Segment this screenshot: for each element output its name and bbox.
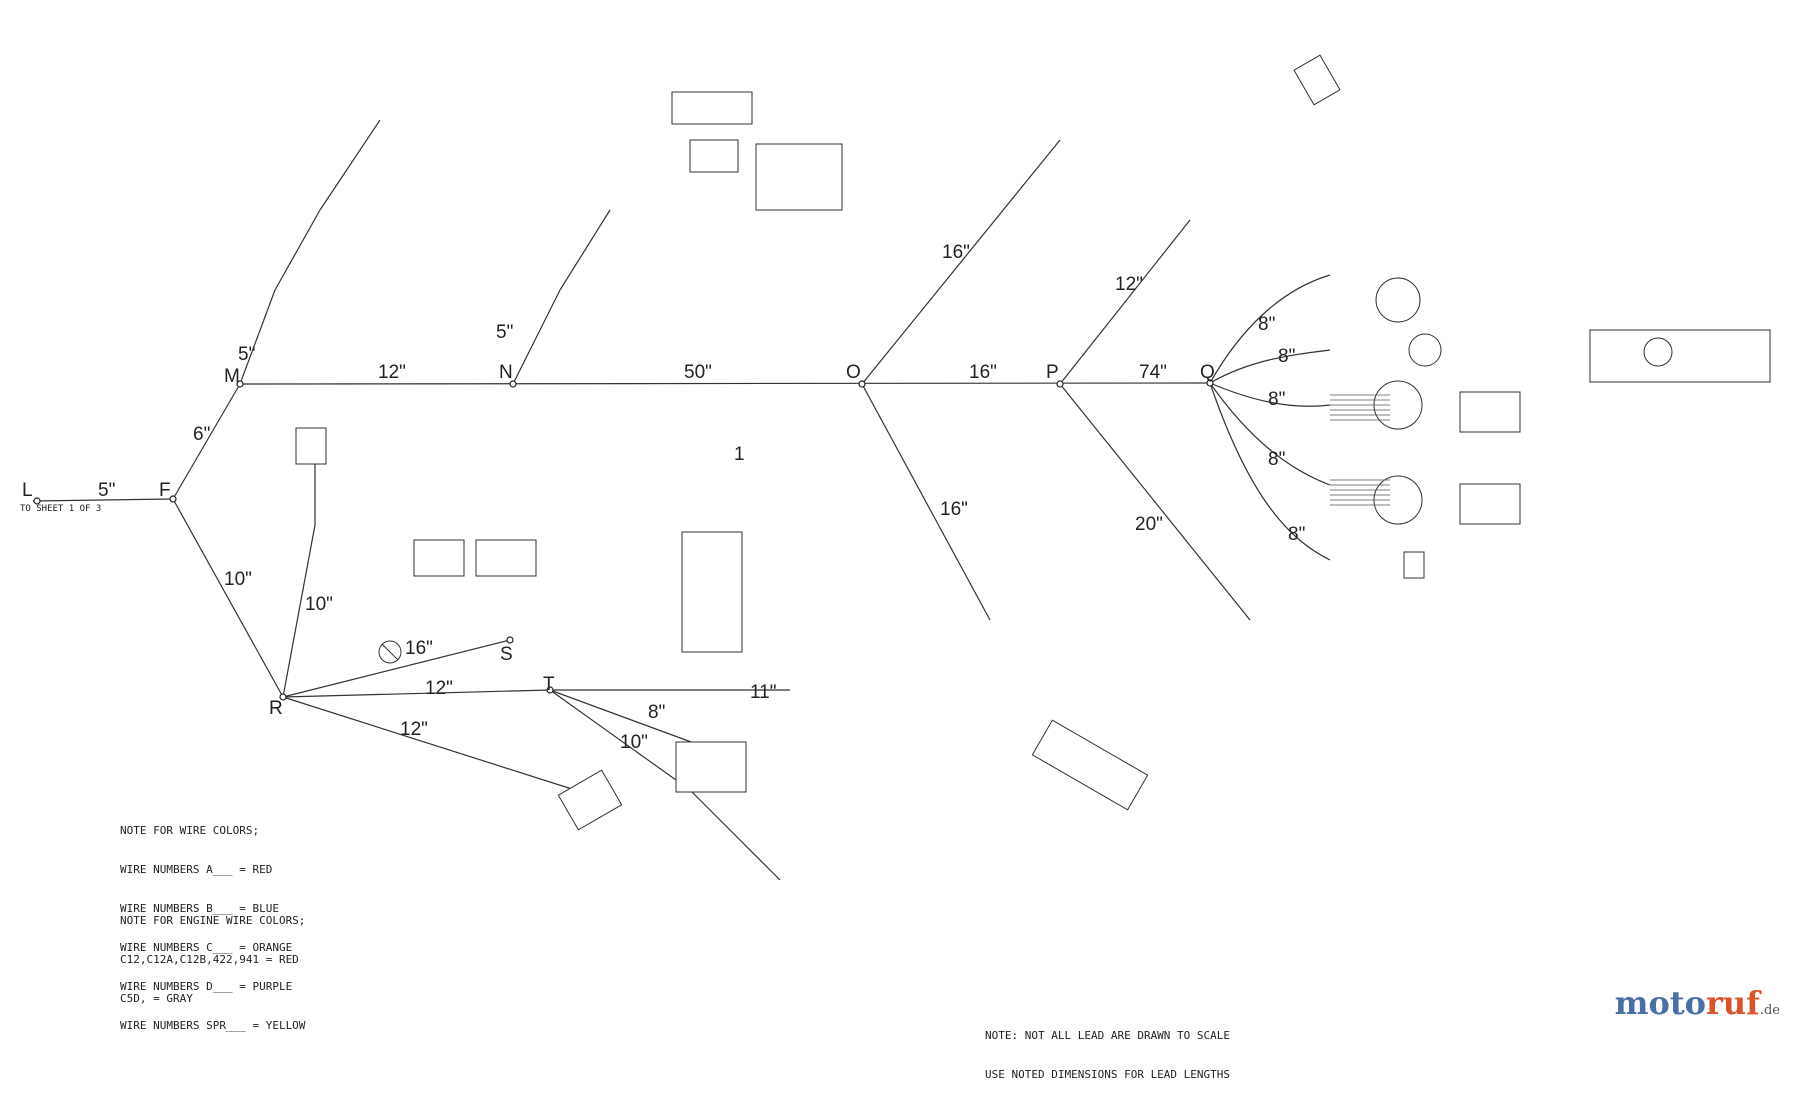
node-f-marker xyxy=(169,495,177,503)
wire-note-line: WIRE NUMBERS C___ = ORANGE xyxy=(120,941,293,954)
length-o-branch: 16" xyxy=(942,242,970,263)
node-n-label: N xyxy=(499,362,513,383)
pushbutton-switch-icon xyxy=(1643,337,1673,367)
length-r-down: 12" xyxy=(400,719,428,740)
relay-left xyxy=(413,539,465,577)
node-m-marker xyxy=(236,380,244,388)
relay-right xyxy=(475,539,537,577)
node-l-label: L xyxy=(22,480,33,501)
length-m-branch: 5" xyxy=(238,344,255,365)
node-markers xyxy=(33,379,1214,701)
node-r-marker xyxy=(279,693,287,701)
component-tag-upper-right xyxy=(1293,54,1341,106)
node-l-marker xyxy=(33,497,41,505)
length-no: 50" xyxy=(684,362,712,383)
watermark-tld: .de xyxy=(1759,1003,1780,1018)
watermark-logo: motoruf.de xyxy=(1615,984,1780,1022)
pushbutton-connector-icon xyxy=(1408,333,1442,367)
wire-note-line: WIRE NUMBERS SPR___ = YELLOW xyxy=(120,1019,306,1032)
wire-note-line: WIRE NUMBERS B___ = BLUE xyxy=(120,902,279,915)
wiring-harness-diagram: L F M N O P Q R S T 5" 6" 10" 5" 12" 5" … xyxy=(22,54,1771,881)
scale-note-line: NOTE: NOT ALL LEAD ARE DRAWN TO SCALE xyxy=(985,1029,1231,1042)
watermark-part2: ruf xyxy=(1705,984,1760,1022)
length-rt: 12" xyxy=(425,678,453,699)
node-o-marker xyxy=(858,380,866,388)
length-fr: 10" xyxy=(224,569,252,590)
wire-note-line: NOTE FOR WIRE COLORS; xyxy=(120,824,260,837)
wire-color-notes: NOTE FOR WIRE COLORS; WIRE NUMBERS A___ … xyxy=(120,798,305,1045)
node-m-label: M xyxy=(224,366,240,387)
length-q3: 8" xyxy=(1268,389,1285,410)
node-r-label: R xyxy=(269,698,283,719)
area-label: 1 xyxy=(734,444,745,465)
node-n-marker xyxy=(509,380,517,388)
sheet-reference: TO SHEET 1 OF 3 xyxy=(20,504,102,514)
length-n-branch: 5" xyxy=(496,322,513,343)
junction-symbol-cross xyxy=(381,643,399,661)
node-s-label: S xyxy=(500,644,513,665)
length-p-branch: 12" xyxy=(1115,274,1143,295)
length-q2: 8" xyxy=(1278,346,1295,367)
wire-bundles xyxy=(1330,394,1390,506)
wire-note-line: WIRE NUMBERS D___ = PURPLE xyxy=(120,980,293,993)
node-q-marker xyxy=(1206,379,1214,387)
toggle-switch-icon xyxy=(1403,551,1425,579)
scale-note-line: USE NOTED DIMENSIONS FOR LEAD LENGTHS xyxy=(985,1068,1231,1081)
sensor-lower xyxy=(557,769,623,831)
length-op: 16" xyxy=(969,362,997,383)
node-t-label: T xyxy=(543,674,555,695)
components xyxy=(295,54,1771,831)
node-p-label: P xyxy=(1046,362,1059,383)
length-r-up: 10" xyxy=(305,594,333,615)
length-q4: 8" xyxy=(1268,449,1285,470)
length-q5: 8" xyxy=(1288,524,1305,545)
engine-note-line: NOTE FOR ENGINE WIRE COLORS; xyxy=(120,914,306,927)
harness-trunk-lines xyxy=(32,119,1331,881)
length-pq: 74" xyxy=(1139,362,1167,383)
node-t-marker xyxy=(546,686,554,694)
engine-wire-color-notes: NOTE FOR ENGINE WIRE COLORS; C12,C12A,C1… xyxy=(120,888,305,1018)
length-o-down: 16" xyxy=(940,499,968,520)
node-f-label: F xyxy=(159,480,171,501)
length-lf: 5" xyxy=(98,480,115,501)
engine-note-line: C5D, = GRAY xyxy=(120,992,193,1005)
node-o-label: O xyxy=(846,362,861,383)
ether-box xyxy=(689,139,739,173)
ether-label xyxy=(671,91,753,125)
key-switch-box xyxy=(1589,329,1771,383)
engine-note-line: C12,C12A,C12B,422,941 = RED xyxy=(120,953,299,966)
length-t2: 8" xyxy=(648,702,665,723)
node-s-marker xyxy=(506,636,514,644)
operating-instructions xyxy=(755,143,843,211)
junction-symbol xyxy=(378,640,402,664)
solenoid-tag xyxy=(675,741,747,793)
length-t1: 11" xyxy=(750,682,776,703)
watermark-part1: moto xyxy=(1614,984,1706,1022)
length-rs: 16" xyxy=(405,638,433,659)
length-p-down: 20" xyxy=(1135,514,1163,535)
oil-pressure-sender xyxy=(295,427,327,465)
ignition-connector-icon xyxy=(1375,277,1421,323)
length-t3: 10" xyxy=(620,732,648,753)
node-p-marker xyxy=(1056,380,1064,388)
fuse-block xyxy=(681,531,743,653)
round-connectors xyxy=(1373,277,1673,579)
length-q1: 8" xyxy=(1258,314,1275,335)
wire-note-line: WIRE NUMBERS A___ = RED xyxy=(120,863,273,876)
length-mn: 12" xyxy=(378,362,406,383)
valve-motor-tag xyxy=(1031,719,1149,811)
length-fm: 6" xyxy=(193,424,210,445)
travel-control-receptacle-icon xyxy=(1459,391,1521,433)
node-q-label: Q xyxy=(1200,362,1215,383)
scale-note: NOTE: NOT ALL LEAD ARE DRAWN TO SCALE US… xyxy=(985,1003,1230,1094)
lift-receptacle-icon xyxy=(1459,483,1521,525)
